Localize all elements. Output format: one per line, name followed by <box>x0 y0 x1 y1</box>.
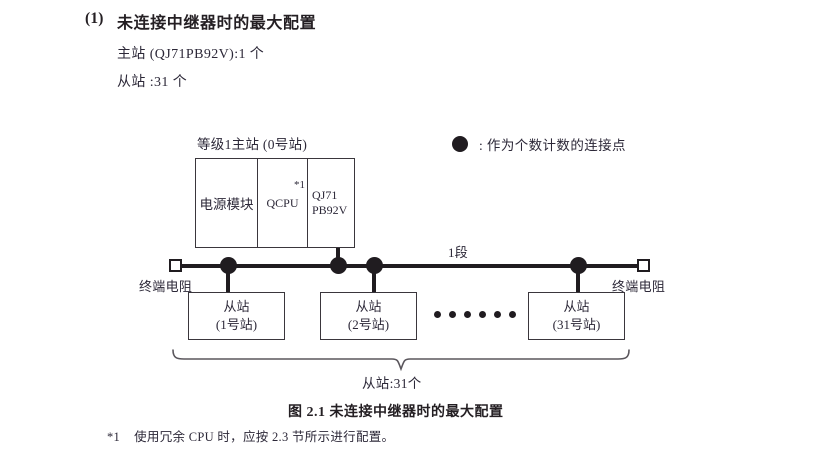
cpu-label: QCPU <box>266 195 299 210</box>
drop-line-slave-1 <box>226 266 230 294</box>
ellipsis-dot <box>509 311 516 318</box>
bus-trunk-line <box>180 264 640 268</box>
drop-line-slave-31 <box>576 266 580 294</box>
ellipsis-dot <box>479 311 486 318</box>
slave-station-box-1: 从站 (1号站) <box>188 292 285 340</box>
filled-circle-icon <box>452 136 468 152</box>
slave-title-1: 从站 <box>223 299 250 315</box>
master-station-rack: 电源模块 QCPU *1 QJ71 PB92V <box>195 158 355 248</box>
rack-cell-cpu: QCPU *1 <box>258 159 308 247</box>
footnote-text: 使用冗余 CPU 时，应按 2.3 节所示进行配置。 <box>134 430 395 444</box>
slave-station-number-1: (1号站) <box>215 317 258 332</box>
footnote-marker: *1 <box>107 430 121 444</box>
terminator-square-left-icon <box>169 259 182 272</box>
slave-count-brace <box>172 349 630 372</box>
page-title: 未连接中继器时的最大配置 <box>117 15 317 32</box>
network-module-label: QJ71 PB92V <box>308 188 354 218</box>
ellipsis-dots <box>434 311 516 318</box>
ellipsis-dot <box>449 311 456 318</box>
rack-cell-power-module: 电源模块 <box>196 159 258 247</box>
slave-title-31: 从站 <box>563 299 590 315</box>
slave-station-box-2: 从站 (2号站) <box>320 292 417 340</box>
terminator-label-right: 终端电阻 <box>612 279 666 294</box>
connection-node-slave-31-icon <box>570 257 587 274</box>
ellipsis-dot <box>464 311 471 318</box>
drop-line-slave-2 <box>372 266 376 294</box>
legend: : 作为个数计数的连接点 <box>452 134 626 154</box>
ellipsis-dot <box>434 311 441 318</box>
network-module-line2: PB92V <box>312 203 348 217</box>
slave-station-number-31: (31号站) <box>552 317 601 332</box>
segment-label: 1段 <box>448 245 469 260</box>
slave-station-box-31: 从站 (31号站) <box>528 292 625 340</box>
spec-line-slave: 从站 :31 个 <box>117 75 188 90</box>
rack-cell-network-module: QJ71 PB92V <box>308 159 354 247</box>
brace-label-slave-count: 从站:31个 <box>362 376 422 391</box>
heading-number: (1) <box>85 10 104 27</box>
legend-label: : 作为个数计数的连接点 <box>479 138 626 153</box>
terminator-label-left: 终端电阻 <box>139 279 193 294</box>
spec-line-master: 主站 (QJ71PB92V):1 个 <box>117 47 265 62</box>
ellipsis-dot <box>494 311 501 318</box>
power-module-label: 电源模块 <box>199 197 254 212</box>
figure-caption: 图 2.1 未连接中继器时的最大配置 <box>288 405 504 420</box>
network-module-line1: QJ71 <box>312 188 338 202</box>
connection-node-master-icon <box>330 257 347 274</box>
master-station-label: 等级1主站 (0号站) <box>197 137 308 152</box>
connection-node-slave-2-icon <box>366 257 383 274</box>
footnote: *1 使用冗余 CPU 时，应按 2.3 节所示进行配置。 <box>107 426 394 445</box>
slave-station-number-2: (2号站) <box>347 317 390 332</box>
slave-title-2: 从站 <box>355 299 382 315</box>
terminator-square-right-icon <box>637 259 650 272</box>
connection-node-slave-1-icon <box>220 257 237 274</box>
cpu-footnote-marker: *1 <box>294 179 305 191</box>
